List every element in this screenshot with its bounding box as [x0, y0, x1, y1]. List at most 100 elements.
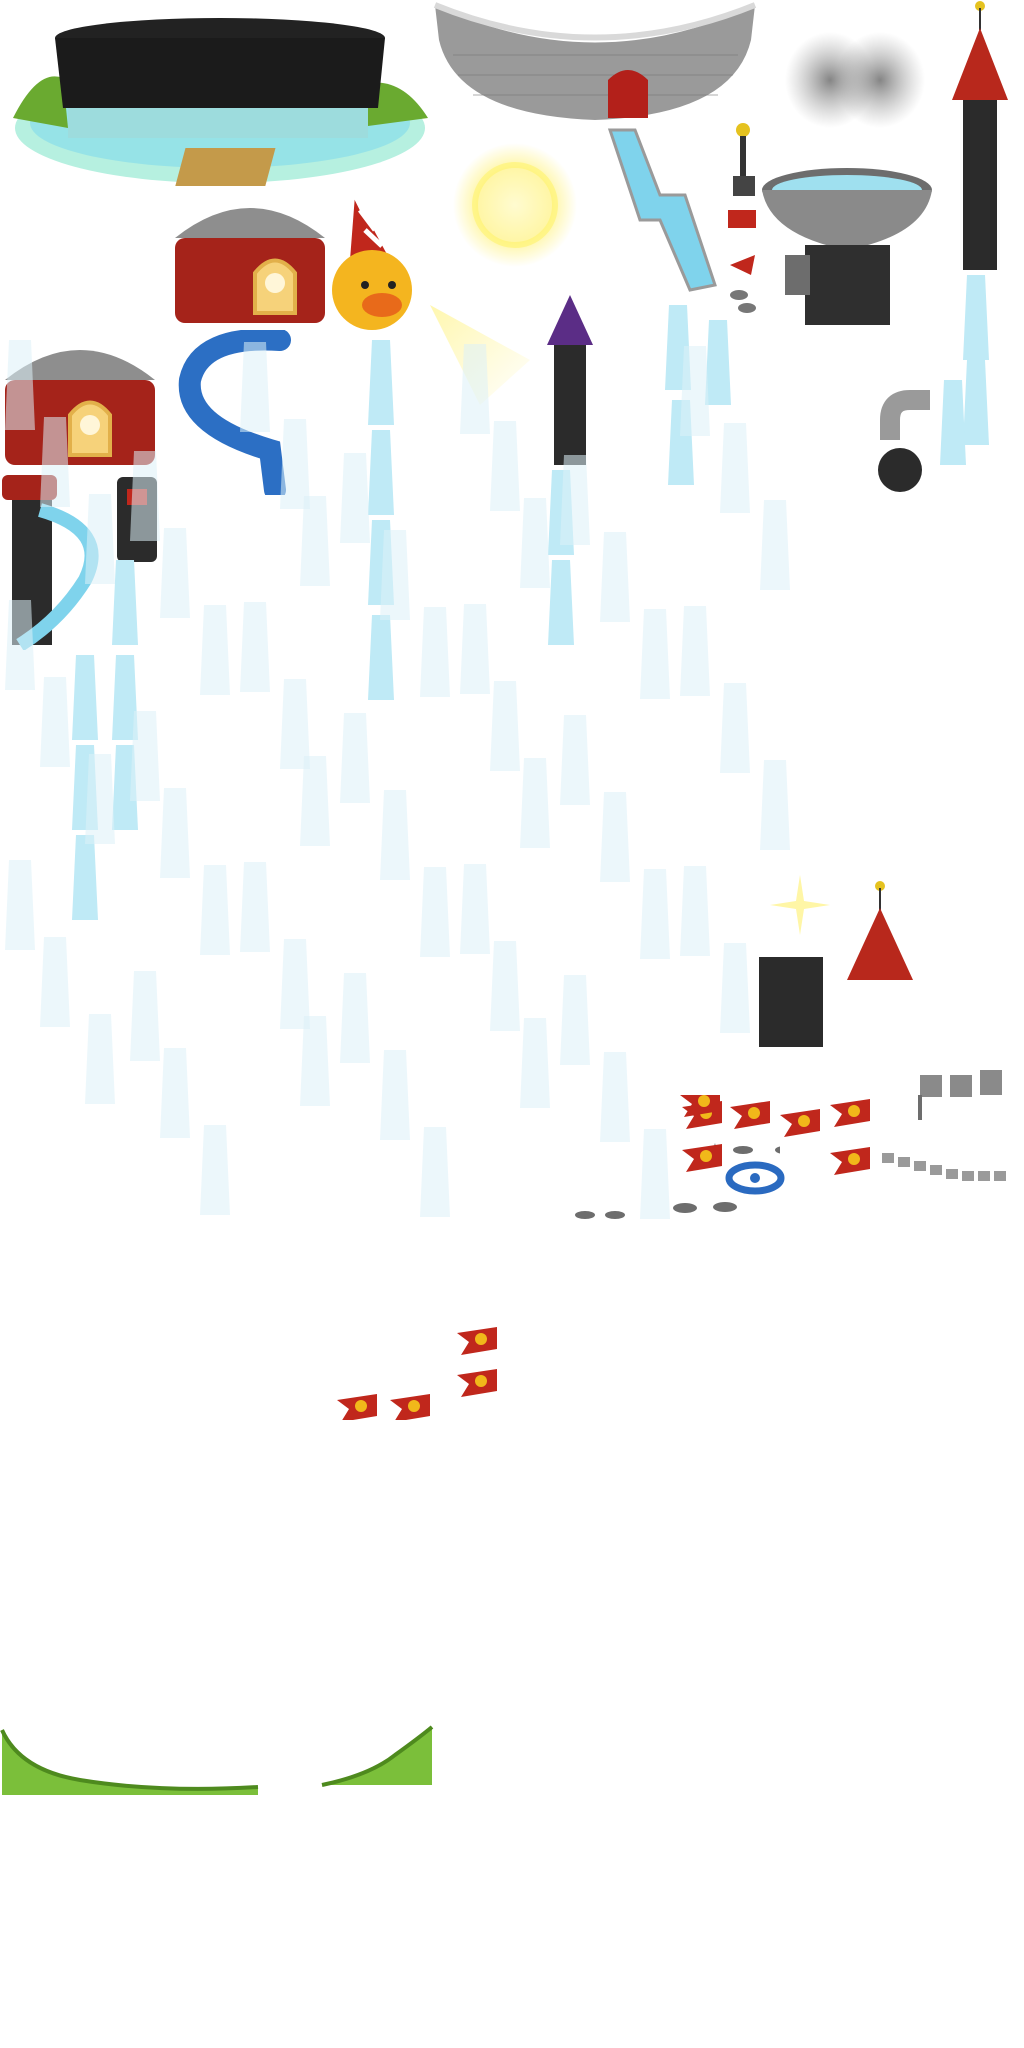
lever-post: [725, 120, 760, 320]
water-drop-15: [112, 560, 138, 645]
ghost-drop-18: [200, 1125, 230, 1215]
water-drop-12: [72, 655, 98, 740]
ghost-drop-37: [460, 344, 490, 434]
ghost-drop-31: [380, 530, 410, 620]
ghost-drop-61: [760, 500, 790, 590]
ghost-drop-53: [640, 869, 670, 959]
flag-3: [337, 1394, 377, 1420]
flag-6: [830, 1147, 870, 1175]
ghost-drop-51: [600, 1052, 630, 1142]
ghost-drop-38: [460, 604, 490, 694]
domed-house-1: [170, 188, 330, 328]
red-cone-roof: [845, 880, 915, 985]
purple-roof-tower: [545, 290, 595, 470]
ghost-drop-55: [680, 346, 710, 436]
ghost-drop-13: [160, 528, 190, 618]
drain-pipe: [875, 385, 935, 495]
flag-7: [680, 1095, 720, 1117]
ghost-drop-9: [85, 1014, 115, 1104]
ghost-drop-8: [85, 754, 115, 844]
ghost-drop-3: [5, 860, 35, 950]
ghost-drop-4: [40, 417, 70, 507]
ghost-drop-62: [760, 760, 790, 850]
ghost-drop-43: [520, 498, 550, 588]
ghost-drop-60: [720, 943, 750, 1033]
ghost-drop-47: [560, 715, 590, 805]
ghost-drop-54: [640, 1129, 670, 1219]
banner-flags-bottom: [335, 1325, 505, 1420]
flag-3: [780, 1109, 820, 1137]
ghost-drop-7: [85, 494, 115, 584]
sparkle: [770, 875, 830, 935]
ghost-drop-19: [240, 342, 270, 432]
stone-wall-pieces: [880, 1065, 1020, 1190]
ghost-drop-34: [420, 607, 450, 697]
ghost-drop-28: [340, 453, 370, 543]
ghost-drop-17: [200, 865, 230, 955]
ghost-drop-32: [380, 790, 410, 880]
ghost-drop-45: [520, 1018, 550, 1108]
water-drop-11: [963, 360, 989, 445]
ghost-drop-50: [600, 792, 630, 882]
ghost-drop-27: [300, 1016, 330, 1106]
water-drop-14: [72, 835, 98, 920]
water-drop-2: [368, 430, 394, 515]
ghost-drop-2: [5, 600, 35, 690]
ghost-drop-14: [160, 788, 190, 878]
party-duck: [330, 190, 415, 335]
ghost-drop-48: [560, 975, 590, 1065]
domed-house-2: [0, 330, 160, 470]
ghost-drop-11: [130, 711, 160, 801]
red-roof-tower: [950, 0, 1010, 275]
ghost-drop-59: [720, 683, 750, 773]
flag-1: [457, 1327, 497, 1355]
ghost-drop-29: [340, 713, 370, 803]
ghost-drop-30: [340, 973, 370, 1063]
water-drop-6: [548, 560, 574, 645]
valve-wheel: [725, 1160, 785, 1195]
ghost-drop-23: [280, 679, 310, 769]
ghost-drop-33: [380, 1050, 410, 1140]
ghost-drop-44: [520, 758, 550, 848]
fountain-basin-tower: [760, 165, 935, 330]
ghost-drop-16: [200, 605, 230, 695]
flag-2: [730, 1101, 770, 1129]
flag-5: [682, 1144, 722, 1172]
ghost-drop-57: [680, 866, 710, 956]
ghost-drop-35: [420, 867, 450, 957]
dark-block: [757, 955, 825, 1050]
water-drop-17: [112, 745, 138, 830]
grass-bush-right: [320, 1725, 435, 1790]
flag-4: [830, 1099, 870, 1127]
ghost-drop-39: [460, 864, 490, 954]
water-drop-1: [368, 340, 394, 425]
ghost-drop-21: [240, 862, 270, 952]
water-drop-18: [940, 380, 966, 465]
water-drop-9: [705, 320, 731, 405]
ghost-drop-5: [40, 677, 70, 767]
sun-glow: [450, 140, 580, 270]
ghost-drop-36: [420, 1127, 450, 1217]
water-drop-10: [963, 275, 989, 360]
banner-flags-right: [680, 1095, 880, 1175]
ghost-drop-10: [130, 451, 160, 541]
ghost-drop-58: [720, 423, 750, 513]
ghost-drop-49: [600, 532, 630, 622]
ghost-drop-41: [490, 681, 520, 771]
flag-2: [457, 1369, 497, 1397]
ghost-drop-15: [160, 1048, 190, 1138]
ghost-drop-1: [5, 340, 35, 430]
waterfall-chute: [605, 125, 725, 295]
flag-4: [390, 1394, 430, 1420]
ghost-drop-52: [640, 609, 670, 699]
ghost-drop-42: [490, 941, 520, 1031]
ghost-drop-25: [300, 496, 330, 586]
ghost-drop-12: [130, 971, 160, 1061]
ghost-drop-22: [280, 419, 310, 509]
ghost-drop-56: [680, 606, 710, 696]
pool-stadium: [8, 8, 433, 188]
ghost-drop-6: [40, 937, 70, 1027]
ghost-drop-46: [560, 455, 590, 545]
grass-bush-left: [0, 1725, 260, 1795]
